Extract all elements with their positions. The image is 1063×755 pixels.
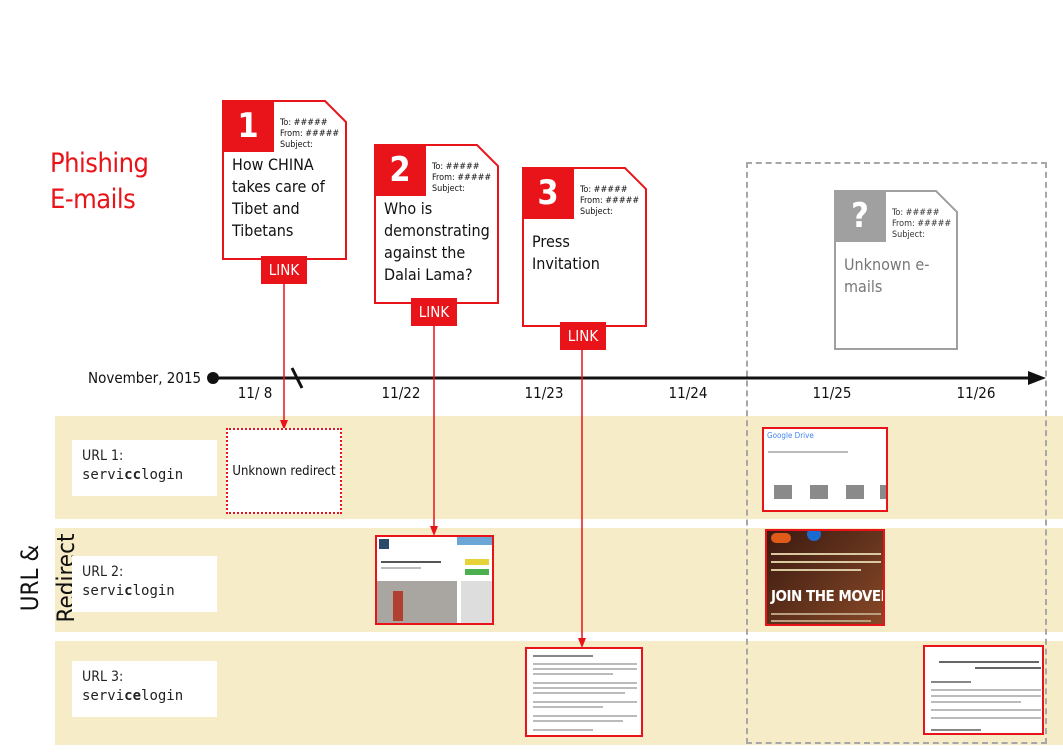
- google-drive-logo: Google Drive: [767, 431, 814, 440]
- link-button-2[interactable]: LINK: [411, 298, 457, 326]
- document-thumbnail-invitation: [525, 647, 643, 737]
- unknown-redirect-box: Unknown redirect: [226, 428, 342, 514]
- timeline-start-dot: [207, 372, 219, 384]
- email-number: 2: [374, 144, 426, 196]
- folder-icon: [880, 485, 886, 499]
- movement-banner-text: JOIN THE MOVEMENT: [771, 587, 883, 605]
- url-label: URL 3:: [82, 669, 124, 685]
- url-box-2: URL 2: serviclogin: [72, 556, 217, 612]
- tick-label: 11/26: [956, 384, 996, 402]
- email-subject: How CHINA takes care of Tibet and Tibeta…: [232, 155, 325, 240]
- link-button-1[interactable]: LINK: [261, 256, 307, 284]
- url-label: URL 1:: [82, 448, 124, 464]
- tick-label: 11/22: [381, 384, 421, 402]
- timeline-arrowhead: [1028, 371, 1046, 385]
- folder-icon: [774, 485, 792, 499]
- timeline-start-label: November, 2015: [88, 369, 202, 387]
- movement-thumbnail: JOIN THE MOVEMENT: [765, 529, 885, 626]
- section-title: Phishing E-mails: [50, 148, 149, 215]
- email-card-unknown: ? To: #####From: #####Subject: Unknown e…: [834, 190, 958, 350]
- unknown-region: [746, 162, 1047, 744]
- url-band-2: [55, 528, 1063, 632]
- url-band-1: [55, 416, 1063, 519]
- url-value: servicclogin: [82, 467, 184, 483]
- url-value: serviclogin: [82, 583, 175, 599]
- unknown-redirect-text: Unknown redirect: [232, 464, 336, 479]
- folder-icon: [846, 485, 864, 499]
- url-value: servicelogin: [82, 688, 184, 704]
- google-drive-thumbnail: Google Drive: [762, 427, 888, 512]
- email-number: ?: [834, 190, 886, 242]
- timeline-break: [290, 367, 304, 389]
- email-header: To: #####From: #####Subject:: [432, 162, 492, 194]
- document-thumbnail-schedule: [923, 645, 1044, 735]
- folder-icon: [810, 485, 828, 499]
- url-box-3: URL 3: servicelogin: [72, 661, 217, 717]
- email-subject: Unknown e-mails: [844, 255, 930, 296]
- tick-label: 11/ 8: [237, 384, 273, 402]
- email-number: 3: [522, 167, 574, 219]
- email-header: To: #####From: #####Subject:: [892, 208, 952, 240]
- link-button-3[interactable]: LINK: [560, 322, 606, 350]
- email-header: To: #####From: #####Subject:: [280, 118, 340, 150]
- email-subject: Who is demonstrating against the Dalai L…: [384, 199, 490, 284]
- tick-label: 11/23: [524, 384, 564, 402]
- email-card-3: 3 To: #####From: #####Subject: Press Inv…: [522, 167, 647, 327]
- email-subject: Press Invitation: [532, 232, 600, 273]
- url-box-1: URL 1: servicclogin: [72, 440, 217, 496]
- email-card-1: 1 To: #####From: #####Subject: How CHINA…: [222, 100, 347, 260]
- email-number: 1: [222, 100, 274, 152]
- tick-label: 11/24: [668, 384, 708, 402]
- website-thumbnail-tibet: [375, 535, 494, 625]
- email-card-2: 2 To: #####From: #####Subject: Who is de…: [374, 144, 499, 304]
- email-header: To: #####From: #####Subject:: [580, 185, 640, 217]
- url-label: URL 2:: [82, 564, 124, 580]
- tick-label: 11/25: [812, 384, 852, 402]
